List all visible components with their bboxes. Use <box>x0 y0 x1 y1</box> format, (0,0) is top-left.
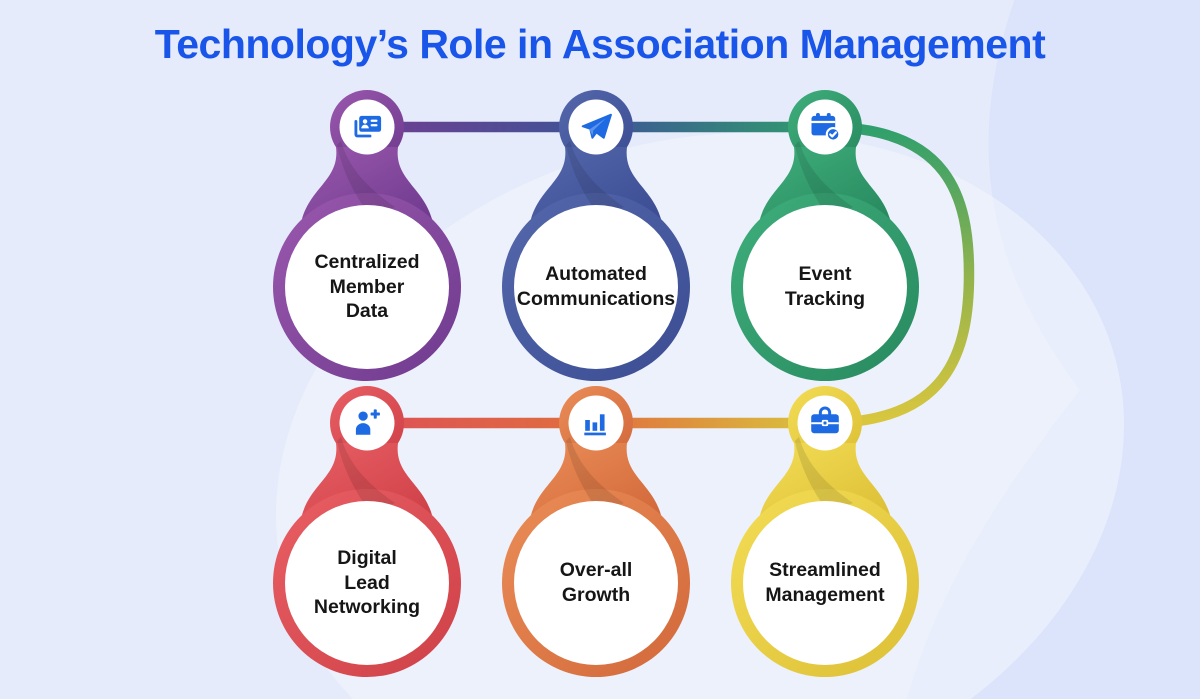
bar-chart-icon <box>578 405 614 441</box>
node-label-digital-lead-networking: Digital Lead Networking <box>313 547 421 619</box>
node-label-streamlined-management: Streamlined Management <box>765 559 885 606</box>
calendar-check-icon <box>807 109 843 145</box>
node-label-automated-communications: Automated Communications <box>516 263 676 310</box>
id-card-icon <box>349 109 385 145</box>
node-label-over-all-growth: Over-all Growth <box>559 559 633 606</box>
page-title: Technology’s Role in Association Managem… <box>154 21 1046 67</box>
person-add-icon <box>349 405 385 441</box>
connector-3-6-curve <box>824 121 975 429</box>
paper-plane-icon <box>578 109 614 145</box>
node-label-event-tracking: Event Tracking <box>784 263 866 310</box>
briefcase-icon <box>807 405 843 441</box>
node-label-centralized-member-data: Centralized Member Data <box>314 251 420 323</box>
